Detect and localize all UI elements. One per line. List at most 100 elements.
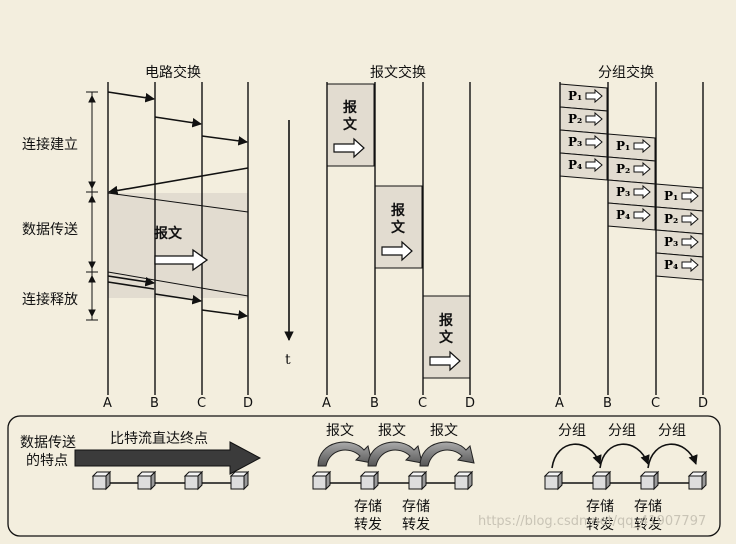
message-hop-1	[317, 441, 373, 467]
time-axis-label: t	[285, 352, 291, 368]
legend-nodes	[91, 470, 708, 491]
packet-label: P₃	[568, 135, 582, 149]
circuit-node-b: B	[150, 396, 159, 411]
packet-hop-arrows	[551, 443, 698, 469]
packet-arrow	[585, 134, 603, 150]
node-cube-icon	[311, 470, 332, 491]
packet-hop-3	[647, 443, 698, 469]
packet-arrow	[633, 184, 651, 200]
packet-arrow	[681, 234, 699, 250]
packet-arrow	[633, 138, 651, 154]
message-arrow-c	[429, 350, 461, 372]
packet-arrow	[681, 211, 699, 227]
packet-label: P₃	[664, 235, 678, 249]
packet-arrow	[633, 207, 651, 223]
bitstream-arrow	[74, 441, 262, 475]
ack-arrow-da	[108, 167, 249, 196]
packet-hop-1	[551, 443, 602, 469]
connection-release-arrows	[107, 275, 248, 320]
legend-heading-line1: 数据传送	[20, 435, 76, 451]
message-forward-2: 转发	[402, 517, 430, 533]
message-arrow-a	[333, 137, 365, 159]
node-cube-icon	[136, 470, 157, 491]
node-cube-icon	[229, 470, 250, 491]
phase-release-label: 连接释放	[22, 292, 78, 308]
message-node-b: B	[370, 396, 379, 411]
message-title: 报文交换	[370, 65, 426, 81]
setup-arrow-bc	[154, 116, 202, 128]
circuit-node-lines	[107, 82, 249, 395]
packet-arrow	[585, 88, 603, 104]
legend-circuit-feature: 比特流直达终点	[110, 431, 208, 447]
packet-label: P₂	[568, 112, 582, 126]
packet-hop-2	[599, 443, 650, 469]
message-block-label-a: 报文	[343, 100, 357, 133]
packet-label: P₂	[616, 162, 630, 176]
message-hop-3	[419, 441, 475, 467]
packet-node-d: D	[698, 396, 709, 411]
message-store-2: 存储	[402, 499, 430, 515]
packet-label: P₄	[568, 158, 582, 172]
packet-arrow	[585, 111, 603, 127]
phase-brackets	[86, 91, 98, 321]
circuit-panel	[86, 82, 294, 395]
message-panel	[326, 82, 471, 395]
packet-label: P₄	[616, 208, 630, 222]
message-block-label-c: 报文	[439, 313, 453, 346]
connection-setup-arrows	[107, 91, 249, 196]
node-cube-icon	[543, 470, 564, 491]
setup-arrow-ab	[107, 91, 155, 103]
setup-arrow-cd	[201, 135, 248, 146]
message-node-a: A	[322, 396, 331, 411]
packet-label: P₂	[664, 212, 678, 226]
packet-forward-1: 转发	[586, 517, 614, 533]
packet-node-lines	[559, 82, 704, 395]
message-node-lines	[326, 82, 471, 395]
message-node-c: C	[418, 396, 428, 411]
circuit-message-label: 报文	[154, 226, 182, 242]
packet-arrow	[681, 257, 699, 273]
node-cube-icon	[591, 470, 612, 491]
packet-label: P₁	[616, 139, 630, 153]
circuit-node-d: D	[243, 396, 254, 411]
release-arrow-cd	[201, 309, 248, 320]
phase-transfer-label: 数据传送	[22, 222, 78, 238]
release-arrow-bc	[154, 293, 202, 305]
packet-arrow	[633, 161, 651, 177]
data-transfer-shade	[108, 193, 248, 298]
legend-message-label-3: 报文	[430, 423, 458, 439]
release-arrow-ab	[107, 275, 155, 287]
packet-title: 分组交换	[598, 65, 654, 81]
legend-packet-label-2: 分组	[608, 423, 636, 439]
node-cube-icon	[639, 470, 660, 491]
message-forward-1: 转发	[354, 517, 382, 533]
legend-heading-line2: 的特点	[26, 453, 68, 469]
message-hollow-arrows	[333, 137, 461, 372]
circuit-title: 电路交换	[145, 65, 201, 81]
packet-forward-2: 转发	[634, 517, 662, 533]
node-cube-icon	[183, 470, 204, 491]
legend-box	[7, 415, 721, 537]
legend-packet-label-1: 分组	[558, 423, 586, 439]
packet-node-a: A	[555, 396, 564, 411]
packet-label: P₁	[664, 189, 678, 203]
packet-label: P₄	[664, 258, 678, 272]
circuit-message-arrow	[154, 248, 209, 272]
watermark: https://blog.csdn.net/qq_41907797	[478, 514, 707, 529]
packet-arrow	[681, 188, 699, 204]
circuit-node-a: A	[103, 396, 112, 411]
message-node-d: D	[465, 396, 476, 411]
node-cube-icon	[453, 470, 474, 491]
message-store-1: 存储	[354, 499, 382, 515]
circuit-node-c: C	[197, 396, 207, 411]
node-cube-icon	[407, 470, 428, 491]
packet-store-1: 存储	[586, 499, 614, 515]
node-cube-icon	[687, 470, 708, 491]
node-cube-icon	[91, 470, 112, 491]
packet-node-c: C	[651, 396, 661, 411]
message-hop-2	[367, 441, 423, 467]
legend-message-label-1: 报文	[326, 423, 354, 439]
